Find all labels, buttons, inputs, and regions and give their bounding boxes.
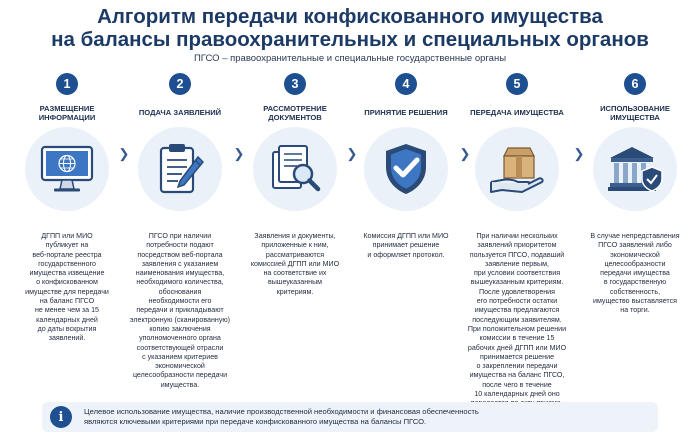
step-6-title: ИСПОЛЬЗОВАНИЕ ИМУЩЕСТВА [600,103,670,123]
step-2-description: ПГСО при наличии потребности подают поср… [129,232,231,389]
step-6-number-badge: 6 [624,73,646,95]
step-6: 6 ИСПОЛЬЗОВАНИЕ ИМУЩЕСТВА В случае непре… [580,73,690,316]
step-2: 2 ПОДАЧА ЗАЯВЛЕНИЙ ПГСО при наличии потр… [125,73,235,390]
step-2-number-badge: 2 [169,73,191,95]
step-5-number-badge: 5 [506,73,528,95]
info-icon: i [50,406,72,428]
shield-check-icon [364,127,448,211]
arrow-right-icon: ❯ [459,146,471,161]
step-5-title: ПЕРЕДАЧА ИМУЩЕСТВА [470,108,564,118]
step-5-description: При наличии нескольких заявлений приорит… [467,232,567,417]
arrow-right-icon: ❯ [233,146,245,161]
step-1-description: ДГПП или МИО публикует на веб-портале ре… [25,232,109,343]
step-1-title: РАЗМЕЩЕНИЕ ИНФОРМАЦИИ [38,103,96,123]
step-1: 1 РАЗМЕЩЕНИЕ ИНФОРМАЦИИ ДГПП или МИО пуб… [12,73,122,344]
step-4-title: ПРИНЯТИЕ РЕШЕНИЯ [364,108,448,118]
step-5: 5 ПЕРЕДАЧА ИМУЩЕСТВА При наличии несколь… [462,73,572,418]
info-note-text: Целевое использование имущества, наличие… [84,407,479,427]
info-note: i Целевое использование имущества, налич… [42,402,658,432]
page-subtitle: ПГСО – правоохранительные и специальные … [193,53,507,64]
hand-box-icon [475,127,559,211]
computer-monitor-icon [25,127,109,211]
government-building-shield-icon [593,127,677,211]
step-3-title: РАССМОТРЕНИЕ ДОКУМЕНТОВ [263,103,327,123]
step-4-description: Комиссия ДГПП или МИО принимает решение … [363,232,449,259]
step-6-description: В случае непредставления ПГСО заявлений … [590,232,680,315]
title-line-2: на балансы правоохранительных и специаль… [51,28,649,51]
info-note-line-1: Целевое использование имущества, наличие… [84,407,479,416]
step-4-number-badge: 4 [395,73,417,95]
arrow-right-icon: ❯ [573,146,585,161]
step-4: 4 ПРИНЯТИЕ РЕШЕНИЯ Комиссия ДГПП или МИО… [351,73,461,260]
arrow-right-icon: ❯ [118,146,130,161]
step-3-number-badge: 3 [284,73,306,95]
arrow-right-icon: ❯ [346,146,358,161]
clipboard-pen-icon [138,127,222,211]
documents-magnifier-icon [253,127,337,211]
step-3: 3 РАССМОТРЕНИЕ ДОКУМЕНТОВ Заявления и до… [240,73,350,297]
step-3-description: Заявления и документы, приложенные к ним… [250,232,340,296]
step-2-title: ПОДАЧА ЗАЯВЛЕНИЙ [138,108,222,118]
page-title: Алгоритм передачи конфискованного имущес… [0,5,700,51]
title-line-1: Алгоритм передачи конфискованного имущес… [97,5,603,28]
step-1-number-badge: 1 [56,73,78,95]
info-note-line-2: являются ключевыми критериями при переда… [84,417,427,426]
